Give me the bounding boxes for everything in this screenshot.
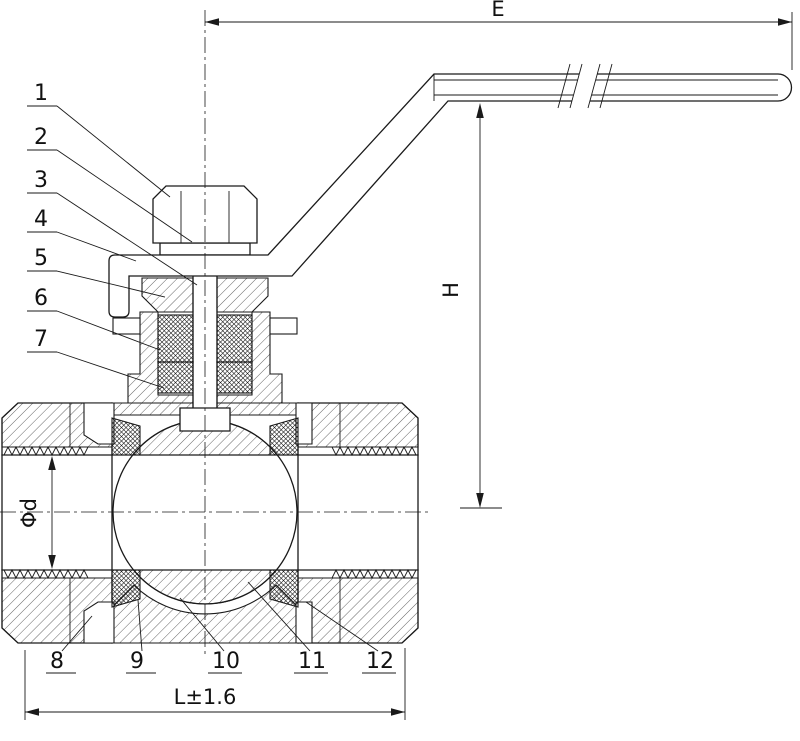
stem-housing <box>112 277 298 404</box>
callout-9: 9 <box>126 599 156 674</box>
e-arrow-left <box>205 18 219 26</box>
handle <box>108 63 793 318</box>
callout-9-label: 9 <box>130 649 144 674</box>
dimension-e: E <box>205 0 793 70</box>
callout-4-leader <box>56 231 137 262</box>
callouts-bottom: 8 9 10 11 12 <box>46 581 396 674</box>
callout-11: 11 <box>247 581 328 674</box>
seat-top-left <box>111 417 141 456</box>
gland-nut-right <box>216 277 269 313</box>
right-coupling-top-wall <box>297 402 419 448</box>
joint-step-bottom-left <box>83 601 115 644</box>
h-arrow-bottom <box>476 493 484 508</box>
callout-4-label: 4 <box>34 207 48 232</box>
callout-11-label: 11 <box>298 649 326 674</box>
callout-7-label: 7 <box>34 327 48 352</box>
h-dim-label: H <box>439 282 463 298</box>
phi-d-dim-label: Φd <box>17 498 41 528</box>
handle-lever-outline <box>108 73 793 318</box>
callout-5: 5 <box>27 246 166 298</box>
callout-12-leader <box>305 601 379 652</box>
callout-1-leader <box>56 105 171 198</box>
break-line-4 <box>599 63 613 109</box>
callout-2: 2 <box>27 125 193 243</box>
callout-7: 7 <box>27 327 165 389</box>
gland-nut-left <box>141 277 194 313</box>
callout-9-leader <box>137 599 143 652</box>
phi-d-arrow-bottom <box>48 555 56 569</box>
dimension-l: L±1.6 <box>24 648 406 720</box>
seat-bottom-left <box>111 569 141 608</box>
callout-5-label: 5 <box>34 246 48 271</box>
stop-tab-left <box>112 317 141 335</box>
callout-12: 12 <box>305 601 396 674</box>
callout-8: 8 <box>46 615 93 674</box>
right-thread-top <box>331 445 417 457</box>
callout-2-label: 2 <box>34 125 48 150</box>
callout-3: 3 <box>27 168 198 286</box>
stop-tab-right <box>269 317 298 335</box>
h-arrow-top <box>476 103 484 118</box>
e-dim-label: E <box>491 0 504 21</box>
e-arrow-right <box>778 18 792 26</box>
break-line-1 <box>557 63 571 109</box>
phi-d-arrow-top <box>48 456 56 470</box>
break-line-2 <box>569 63 583 109</box>
dimension-h: H <box>439 103 502 509</box>
joint-step-top-left <box>83 402 115 445</box>
callout-1-label: 1 <box>34 81 48 106</box>
l-arrow-left <box>25 708 39 716</box>
callout-10-label: 10 <box>212 649 240 674</box>
callout-7-leader <box>56 351 165 389</box>
dimension-phi-d: Φd <box>17 456 56 569</box>
joint-step-bottom-right <box>295 601 313 644</box>
break-line-3 <box>587 63 601 109</box>
callout-1: 1 <box>27 81 171 198</box>
callout-5-leader <box>56 270 166 298</box>
callout-3-leader <box>56 192 198 286</box>
callout-10: 10 <box>179 597 242 674</box>
callouts-left: 1 2 3 4 5 6 7 <box>27 81 198 389</box>
l-dim-label: L±1.6 <box>174 685 237 709</box>
centerlines <box>0 10 430 656</box>
callout-2-leader <box>56 149 193 243</box>
callout-11-leader <box>247 581 311 652</box>
callout-10-leader <box>179 597 225 652</box>
callout-8-leader <box>61 615 93 652</box>
l-arrow-right <box>391 708 405 716</box>
stem-packing-right <box>216 314 253 394</box>
callout-6-label: 6 <box>34 286 48 311</box>
right-coupling-bottom-wall <box>297 577 419 644</box>
callout-3-label: 3 <box>34 168 48 193</box>
callout-6: 6 <box>27 286 161 351</box>
right-coupling-outline <box>297 402 419 644</box>
right-thread-bottom <box>331 568 417 580</box>
stem-packing-left <box>157 314 194 394</box>
left-thread-top <box>3 445 89 457</box>
seat-top-right <box>269 417 299 456</box>
left-coupling-outline <box>1 402 113 644</box>
callout-12-label: 12 <box>366 649 394 674</box>
callout-6-leader <box>56 310 161 351</box>
left-thread-bottom <box>3 568 89 580</box>
break-gap <box>570 64 600 108</box>
seat-bottom-right <box>269 569 299 608</box>
callout-8-label: 8 <box>50 649 64 674</box>
callout-4: 4 <box>27 207 137 262</box>
